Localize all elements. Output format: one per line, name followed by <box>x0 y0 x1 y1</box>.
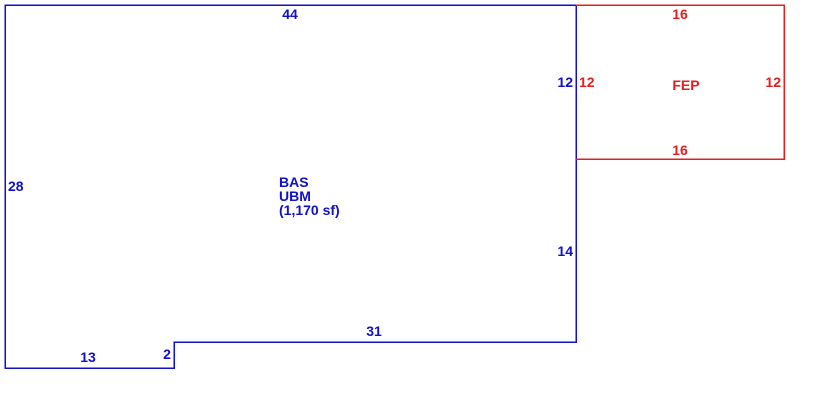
porch-right-dimension: 12 <box>765 74 781 90</box>
main-bottom-right-dimension: 31 <box>366 323 382 339</box>
main-area-code: BAS <box>279 174 309 190</box>
main-left-dimension: 28 <box>8 178 24 194</box>
main-right-upper-dimension: 12 <box>557 74 573 90</box>
porch-top-dimension: 16 <box>672 6 688 22</box>
porch-left-dimension: 12 <box>579 74 595 90</box>
porch-area-code: FEP <box>672 77 699 93</box>
main-bottom-left-dimension: 13 <box>80 349 96 365</box>
main-area-size: (1,170 sf) <box>279 202 340 218</box>
main-area-subcode: UBM <box>279 188 311 204</box>
porch-bottom-dimension: 16 <box>672 142 688 158</box>
porch-area-outline <box>576 4 785 160</box>
main-top-dimension: 44 <box>282 6 298 22</box>
main-right-lower-dimension: 14 <box>557 243 573 259</box>
main-step-dimension: 2 <box>163 346 171 362</box>
